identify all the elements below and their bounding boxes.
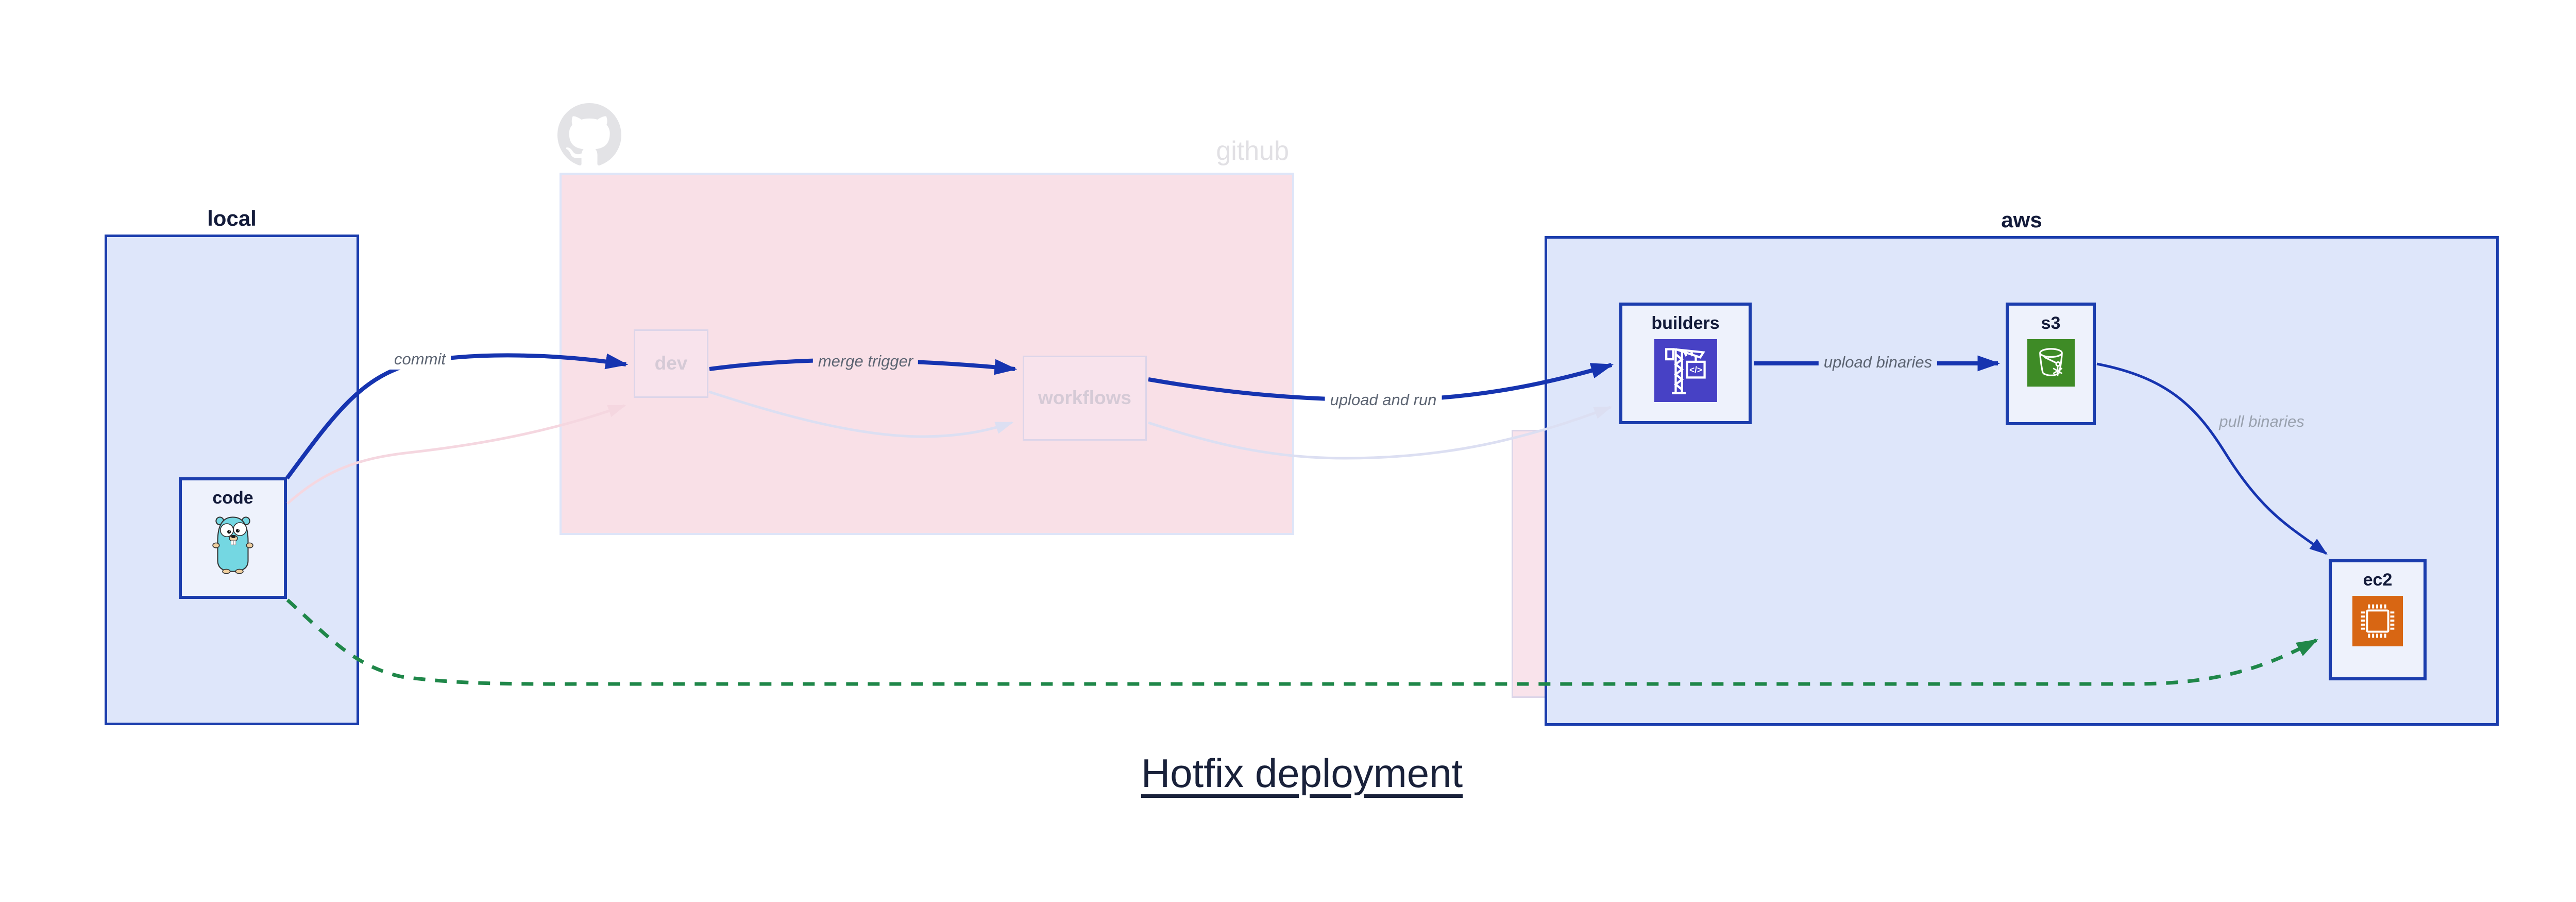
node-dev-label: dev	[654, 353, 688, 374]
node-s3: s3	[2006, 303, 2096, 425]
edge-label-upload-binaries: upload binaries	[1818, 352, 1938, 373]
octocat-icon	[557, 103, 621, 167]
edge-label-pull-binaries: pull binaries	[2219, 412, 2304, 430]
node-ec2-label: ec2	[2363, 570, 2393, 590]
node-builders-label: builders	[1651, 313, 1720, 333]
node-workflows: workflows	[1023, 356, 1147, 441]
aws-group-label: aws	[2001, 208, 2042, 232]
node-dev-branch: dev	[634, 329, 708, 398]
s3-glacier-bucket-icon	[2027, 339, 2075, 387]
edge-label-commit: commit	[389, 349, 451, 370]
diagram-title: Hotfix deployment	[1141, 750, 1463, 796]
node-s3-label: s3	[2041, 313, 2061, 333]
node-workflows-label: workflows	[1038, 387, 1131, 409]
codebuild-crane-icon: </>	[1654, 339, 1717, 402]
node-builders: builders </>	[1619, 303, 1752, 424]
svg-text:</>: </>	[1689, 365, 1702, 375]
node-ec2: ec2	[2329, 559, 2427, 680]
github-group-label: github	[1216, 136, 1289, 166]
node-code: code	[179, 477, 287, 599]
go-gopher-icon	[212, 514, 253, 575]
edge-label-upload-and-run: upload and run	[1325, 390, 1442, 410]
edge-label-merge-trigger: merge trigger	[812, 351, 919, 372]
node-code-label: code	[212, 488, 253, 508]
ec2-chip-icon	[2352, 595, 2403, 646]
local-group-label: local	[207, 206, 257, 230]
